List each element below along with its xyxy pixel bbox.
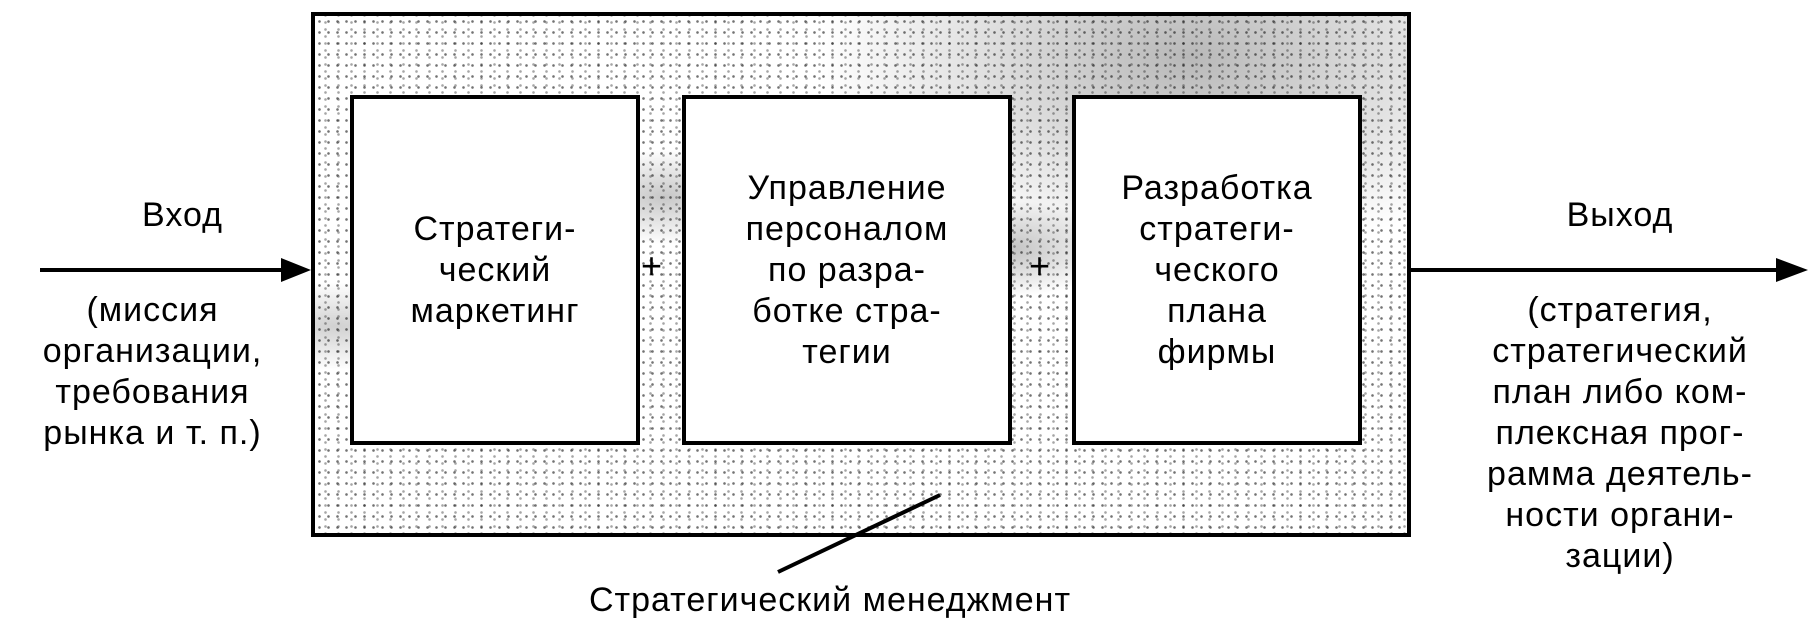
input-arrow: [40, 258, 311, 282]
input-title: Вход: [142, 196, 223, 234]
output-details: (стратегия, стратегический план либо ком…: [1487, 291, 1753, 575]
container-label-leader: [777, 493, 941, 574]
output-arrow: [1411, 258, 1808, 282]
output-title: Выход: [1566, 196, 1674, 234]
container-label: Стратегический менеджмент: [588, 581, 1072, 619]
box-strategic-marketing: Стратеги- ческий маркетинг: [350, 95, 640, 445]
box-strategic-marketing-text: Стратеги- ческий маркетинг: [410, 209, 580, 330]
plus-sign-1: +: [641, 245, 663, 286]
box-strategic-plan-development-text: Разработка стратеги- ческого плана фирмы: [1121, 168, 1313, 371]
box-personnel-management: Управление персоналом по разра- ботке ст…: [682, 95, 1012, 445]
plus-sign-2: +: [1029, 245, 1051, 286]
input-details: (миссия организации, требования рынка и …: [42, 291, 263, 452]
box-strategic-plan-development: Разработка стратеги- ческого плана фирмы: [1072, 95, 1362, 445]
box-personnel-management-text: Управление персоналом по разра- ботке ст…: [745, 168, 949, 371]
